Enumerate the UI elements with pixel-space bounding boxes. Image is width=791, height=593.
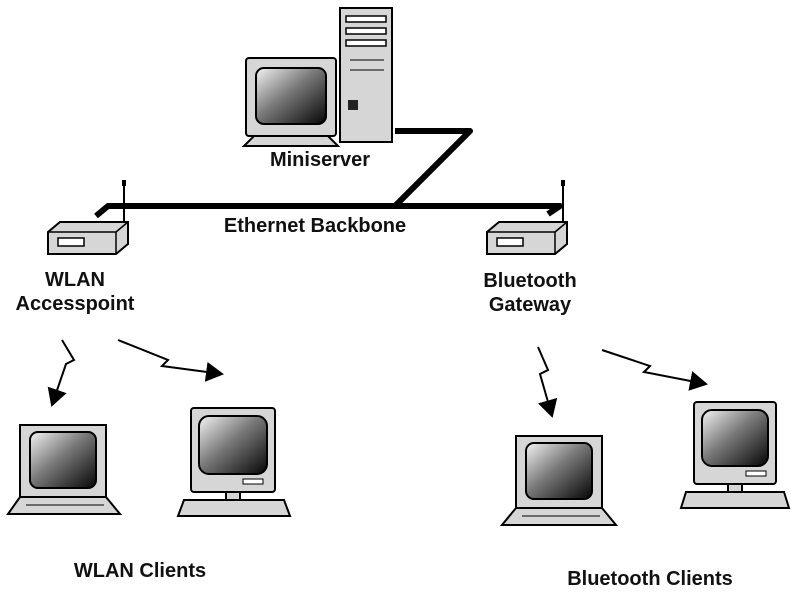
miniserver-label: Miniserver — [269, 149, 371, 171]
miniserver-monitor-icon — [241, 57, 341, 147]
ethernet-backbone-cable — [94, 128, 563, 219]
wlan-accesspoint-router-icon — [47, 180, 129, 255]
wlan-clients-label: WLAN Clients — [73, 560, 207, 582]
wireless-link-icon — [47, 339, 708, 418]
wlan-accesspoint-label-line1: WLAN — [45, 269, 105, 291]
wlan-accesspoint-label-line2: Accesspoint — [15, 293, 135, 315]
server-tower-icon — [339, 7, 393, 143]
wlan-client-desktop-icon — [176, 407, 292, 517]
bluetooth-clients-label: Bluetooth Clients — [567, 568, 733, 590]
bluetooth-gateway-label-line1: Bluetooth — [483, 270, 577, 292]
bluetooth-client-laptop-icon — [499, 435, 619, 526]
wlan-client-laptop-icon — [6, 424, 123, 515]
bluetooth-gateway-router-icon — [486, 180, 568, 255]
bluetooth-client-desktop-icon — [679, 401, 791, 509]
bluetooth-gateway-label-line2: Gateway — [488, 294, 572, 316]
ethernet-backbone-label: Ethernet Backbone — [223, 215, 407, 237]
